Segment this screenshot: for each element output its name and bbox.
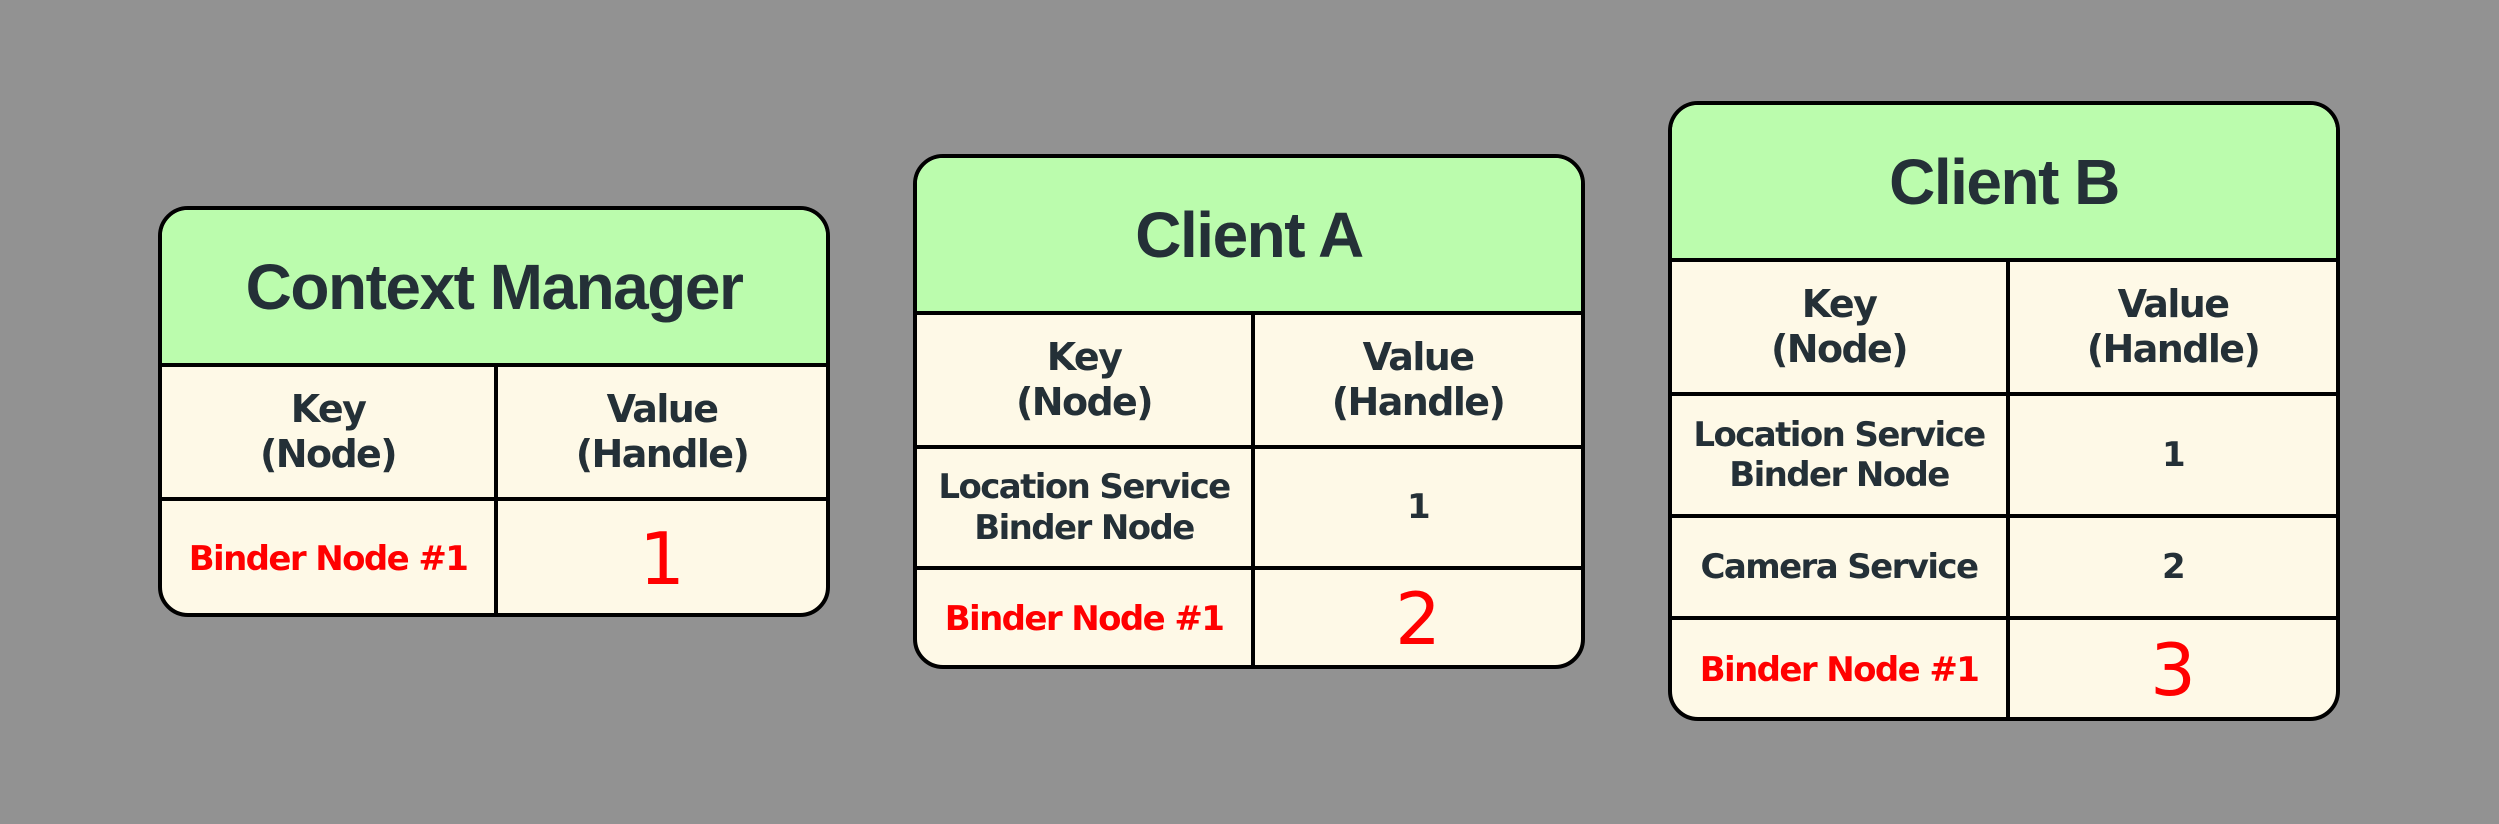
row-value: 2 [2161,546,2186,587]
row-value: 1 [1406,487,1431,528]
value-column-header: Value (Handle) [1331,335,1506,424]
row-key: Binder Node #1 [162,501,498,613]
client-a-table: Client A Key (Node) Value (Handle) Locat… [913,154,1585,669]
table-header: Client A [917,158,1581,315]
table-row: Binder Node #1 1 [162,501,826,613]
table-header: Client B [1672,105,2336,262]
row-value: 3 [2150,628,2196,713]
row-key: Binder Node #1 [917,570,1255,665]
row-value: 2 [1395,577,1441,662]
table-title: Client B [1889,145,2120,218]
table-row: Location Service Binder Node 1 [1672,396,2336,518]
table-title: Context Manager [245,250,744,323]
client-b-table: Client B Key (Node) Value (Handle) Locat… [1668,101,2340,721]
row-key: Binder Node #1 [1672,620,2010,717]
key-column-header: Key (Node) [1672,262,2010,392]
table-row: Binder Node #1 2 [917,570,1581,665]
value-column-header: Value (Handle) [2086,282,2261,371]
column-header-row: Key (Node) Value (Handle) [1672,262,2336,396]
table-row: Camera Service 2 [1672,518,2336,620]
row-value: 1 [2161,434,2186,475]
row-key: Location Service Binder Node [917,449,1255,566]
row-value: 1 [639,516,685,601]
table-header: Context Manager [162,210,826,367]
value-column-header: Value (Handle) [575,387,750,476]
table-row: Binder Node #1 3 [1672,620,2336,717]
row-key: Camera Service [1672,518,2010,616]
key-column-header: Key (Node) [162,367,498,497]
row-key: Location Service Binder Node [1672,396,2010,514]
table-row: Location Service Binder Node 1 [917,449,1581,570]
key-column-header: Key (Node) [917,315,1255,445]
column-header-row: Key (Node) Value (Handle) [917,315,1581,449]
context-manager-table: Context Manager Key (Node) Value (Handle… [158,206,830,617]
table-title: Client A [1135,198,1364,271]
column-header-row: Key (Node) Value (Handle) [162,367,826,501]
